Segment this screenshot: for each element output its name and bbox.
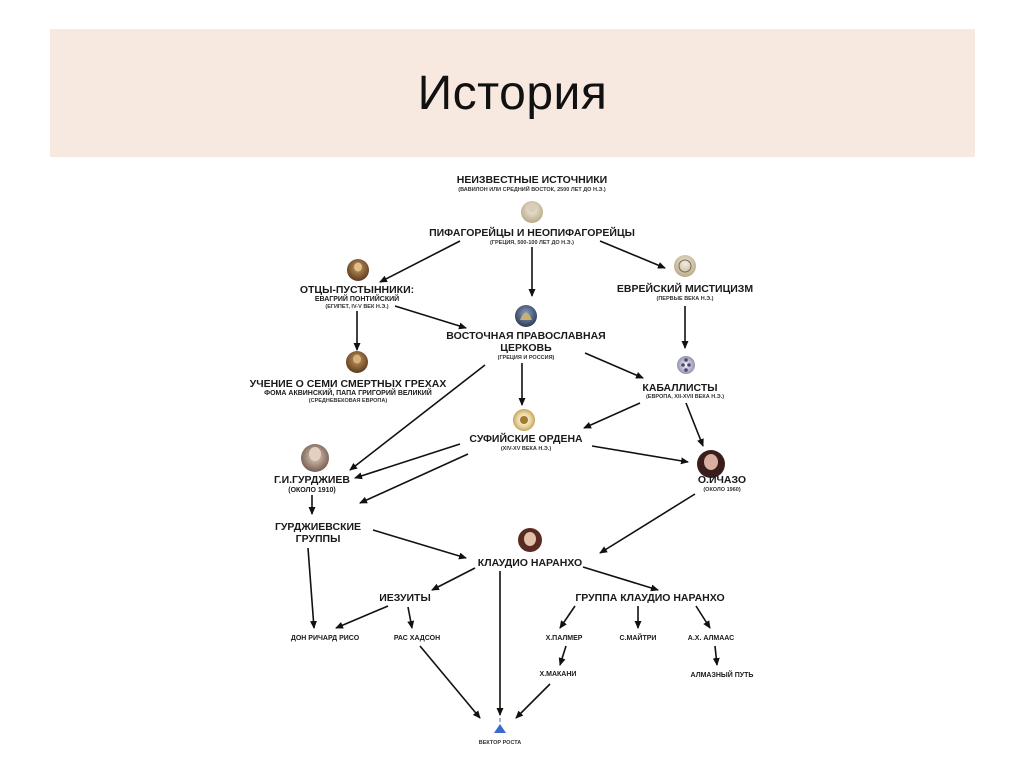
portrait-gurdjieff-icon xyxy=(301,444,329,472)
portrait-ichazo-icon xyxy=(697,450,725,478)
node-almaas-title: А.Х. АЛМААС xyxy=(688,635,734,642)
node-orthodox-line2: ЦЕРКОВЬ xyxy=(500,342,552,354)
arrow-kab-ichazo xyxy=(685,402,704,447)
sufi-emblem-icon xyxy=(513,409,535,431)
arrow-pyth-desert xyxy=(379,240,461,283)
church-dome-icon xyxy=(515,305,537,327)
node-sins-line2: ФОМА АКВИНСКИЙ, ПАПА ГРИГОРИЙ ВЕЛИКИЙ xyxy=(264,388,432,397)
arrow-naranjo-group xyxy=(582,566,659,592)
node-jesuits-title: ИЕЗУИТЫ xyxy=(379,592,431,604)
node-sufi-title: СУФИЙСКИЕ ОРДЕНА xyxy=(469,432,583,445)
node-orthodox-sub: (ГРЕЦИЯ И РОССИЯ) xyxy=(498,355,555,361)
arrow-sufi-groups xyxy=(359,453,469,504)
node-vector-title: ВЕКТОР РОСТА xyxy=(479,740,522,746)
arrow-naranjo-jesuits xyxy=(431,567,476,591)
node-diamond-title: АЛМАЗНЫЙ ПУТЬ xyxy=(691,670,754,679)
portrait-statue-icon xyxy=(521,201,543,223)
node-maitri-title: С.МАЙТРИ xyxy=(620,633,657,642)
node-jewish-sub: (ПЕРВЫЕ ВЕКА Н.Э.) xyxy=(657,296,714,302)
portrait-desert-father-icon xyxy=(347,259,369,281)
node-riso-title: ДОН РИЧАРД РИСО xyxy=(291,635,360,642)
arrows xyxy=(307,240,720,719)
node-sins-sub: (СРЕДНЕВЕКОВАЯ ЕВРОПА) xyxy=(309,398,388,404)
node-desert-line2: ЕВАГРИЙ ПОНТИЙСКИЙ xyxy=(315,294,399,303)
node-groups-line2: ГРУППЫ xyxy=(296,533,341,545)
slide-title: История xyxy=(417,66,608,120)
node-palmer-title: Х.ПАЛМЕР xyxy=(546,635,583,642)
arrow-sufi-ichazo xyxy=(591,445,689,465)
node-makani-title: Х.МАКАНИ xyxy=(540,671,577,678)
arrow-jesuits-hudson xyxy=(407,606,415,629)
arrow-groups-riso xyxy=(307,547,317,629)
arrow-orthodox-gurdjieff xyxy=(349,364,486,471)
growth-vector-icon xyxy=(494,718,506,733)
node-desert-sub: (ЕГИПЕТ, IV-V ВЕК Н.Э.) xyxy=(325,304,388,310)
arrow-ichazo-naranjo xyxy=(599,493,696,554)
arrow-jesuits-riso xyxy=(335,605,389,629)
node-sufi-sub: (XIV-XV ВЕКА Н.Э.) xyxy=(501,446,552,452)
node-kab-sub: (ЕВРОПА, XII-XVII ВЕКА Н.Э.) xyxy=(646,394,724,400)
arrow-almaas-diamond xyxy=(712,645,720,666)
node-naranjo-title: КЛАУДИО НАРАНХО xyxy=(478,557,582,569)
arrow-groups-naranjo xyxy=(372,529,467,560)
arrow-sufi-gurdjieff xyxy=(354,443,461,480)
arrow-group-almaas xyxy=(695,605,711,629)
node-naranjo-group-title: ГРУППА КЛАУДИО НАРАНХО xyxy=(575,592,724,604)
node-pythagoreans-title: ПИФАГОРЕЙЦЫ И НЕОПИФАГОРЕЙЦЫ xyxy=(429,226,635,239)
node-pythagoreans-sub: (ГРЕЦИЯ, 500-100 ЛЕТ ДО Н.Э.) xyxy=(490,240,574,246)
arrow-palmer-makani xyxy=(558,645,567,666)
arrow-hudson-vector xyxy=(419,645,481,719)
arrow-pyth-jewish xyxy=(599,240,666,269)
arrow-group-palmer xyxy=(559,605,576,629)
node-ichazo-sub: (ОКОЛО 1960) xyxy=(703,487,741,493)
arrow-desert-orthodox xyxy=(394,305,467,330)
node-unknown-title: НЕИЗВЕСТНЫЕ ИСТОЧНИКИ xyxy=(457,174,607,186)
node-sins-title: УЧЕНИЕ О СЕМИ СМЕРТНЫХ ГРЕХАХ xyxy=(250,378,447,390)
arrow-orthodox-kab xyxy=(584,352,644,379)
node-unknown-sub: (ВАВИЛОН ИЛИ СРЕДНИЙ ВОСТОК, 2500 ЛЕТ ДО… xyxy=(458,185,606,193)
title-banner: История xyxy=(50,29,975,157)
portrait-naranjo-icon xyxy=(518,528,542,552)
portrait-jewish-icon xyxy=(674,255,696,277)
node-gurdjieff-sub: (ОКОЛО 1910) xyxy=(288,487,336,494)
arrow-makani-vector xyxy=(515,683,551,719)
node-kab-title: КАБАЛЛИСТЫ xyxy=(642,382,717,394)
node-hudson-title: РАС ХАДСОН xyxy=(394,635,440,642)
node-ichazo-title: О.ИЧАЗО xyxy=(698,474,746,486)
portrait-aquinas-icon xyxy=(346,351,368,373)
node-gurdjieff-title: Г.И.ГУРДЖИЕВ xyxy=(274,474,350,486)
node-jewish-title: ЕВРЕЙСКИЙ МИСТИЦИЗМ xyxy=(617,282,754,295)
node-orthodox-title: ВОСТОЧНАЯ ПРАВОСЛАВНАЯ xyxy=(446,330,605,342)
kabbalah-tree-icon xyxy=(677,356,695,374)
node-desert-title: ОТЦЫ-ПУСТЫННИКИ: xyxy=(300,284,414,296)
arrow-kab-sufi xyxy=(583,402,641,429)
node-groups-title: ГУРДЖИЕВСКИЕ xyxy=(275,521,361,533)
